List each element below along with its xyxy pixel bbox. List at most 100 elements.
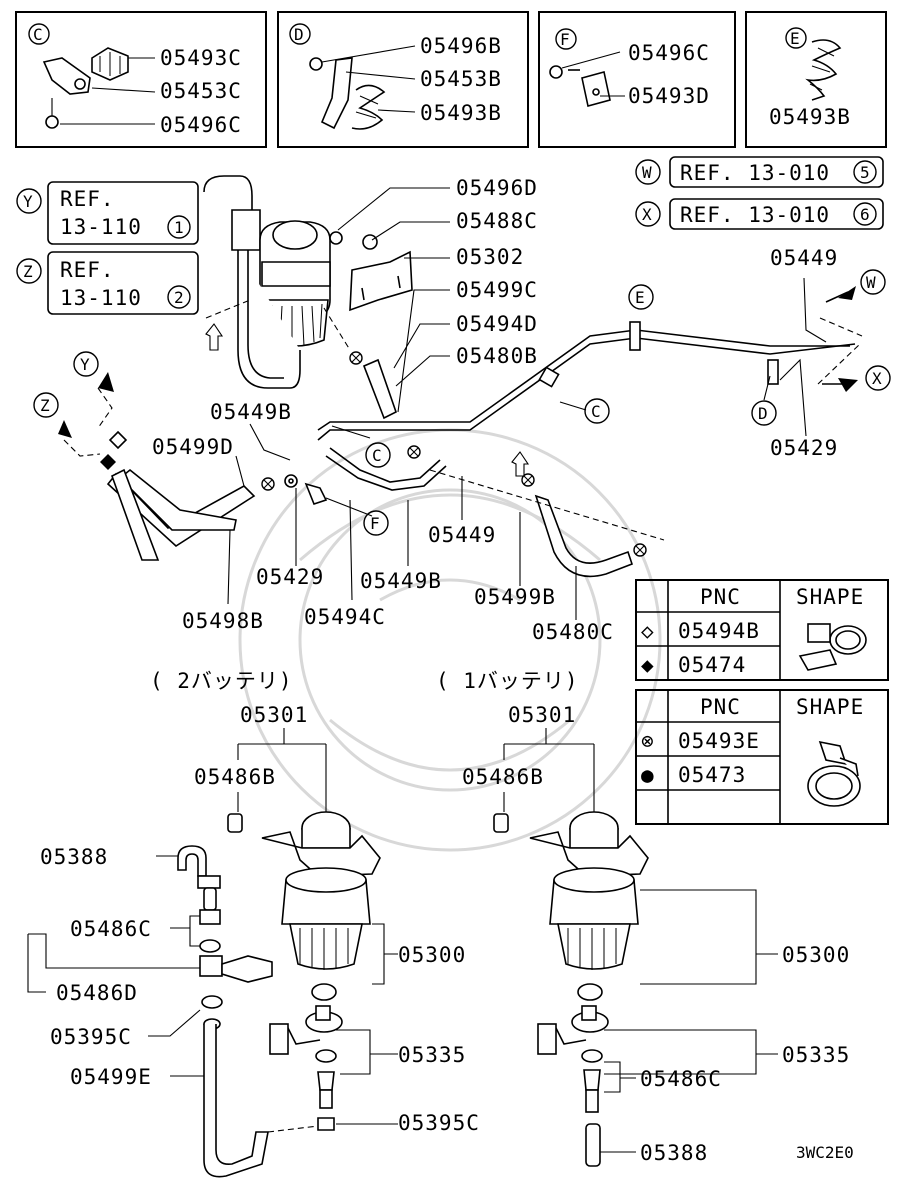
svg-text:05395C: 05395C (50, 1025, 132, 1049)
svg-text:SHAPE: SHAPE (796, 585, 864, 609)
svg-text:05388: 05388 (640, 1141, 708, 1165)
svg-text:05488C: 05488C (456, 209, 538, 233)
svg-text:◆: ◆ (641, 653, 655, 677)
svg-text:05301: 05301 (508, 703, 576, 727)
svg-text:05493B: 05493B (769, 105, 851, 129)
svg-text:E: E (790, 29, 800, 48)
svg-text:Z: Z (23, 262, 33, 281)
svg-text:⊗: ⊗ (641, 729, 655, 753)
svg-text:X: X (642, 205, 652, 224)
svg-text:05449: 05449 (428, 523, 496, 547)
svg-text:W: W (642, 163, 652, 182)
svg-text:◇: ◇ (641, 619, 655, 643)
svg-text:Y: Y (23, 192, 33, 211)
svg-text:05494C: 05494C (304, 605, 386, 629)
svg-text:05496D: 05496D (456, 176, 538, 200)
svg-text:05493E: 05493E (678, 729, 760, 753)
svg-text:PNC: PNC (700, 695, 741, 719)
svg-text:13-110: 13-110 (60, 286, 142, 310)
svg-text:05486D: 05486D (56, 981, 138, 1005)
svg-text:F: F (370, 514, 380, 533)
svg-text:05480C: 05480C (532, 620, 614, 644)
svg-text:05493B: 05493B (420, 101, 502, 125)
svg-text:05453C: 05453C (160, 79, 242, 103)
svg-text:REF. 13-010: REF. 13-010 (680, 161, 830, 185)
svg-text:05486B: 05486B (194, 765, 276, 789)
svg-text:05499E: 05499E (70, 1065, 152, 1089)
svg-text:05453B: 05453B (420, 67, 502, 91)
svg-text:PNC: PNC (700, 585, 741, 609)
svg-text:REF.: REF. (60, 258, 115, 282)
diagram-code: 3WC2E0 (796, 1143, 854, 1162)
svg-text:D: D (294, 25, 304, 44)
hose-clamp-shape (798, 623, 867, 671)
svg-text:( 1バッテリ): ( 1バッテリ) (436, 669, 579, 693)
svg-text:05300: 05300 (398, 943, 466, 967)
svg-text:D: D (758, 404, 768, 423)
svg-text:05486B: 05486B (462, 765, 544, 789)
svg-text:05449B: 05449B (360, 569, 442, 593)
svg-text:C: C (591, 402, 601, 421)
svg-text:05493D: 05493D (628, 84, 710, 108)
ref-z: Z REF. 13-110 2 (16, 251, 199, 315)
svg-text:05486C: 05486C (70, 917, 152, 941)
svg-text:05395C: 05395C (398, 1111, 480, 1135)
left-filter-assembly: ( 2バッテリ) 05301 05486B (27, 669, 480, 1178)
inset-e: E 05493B (745, 11, 887, 148)
svg-text:05473: 05473 (678, 763, 746, 787)
svg-text:C: C (372, 446, 382, 465)
svg-text:C: C (33, 25, 43, 44)
svg-text:05494D: 05494D (456, 312, 538, 336)
svg-text:05486C: 05486C (640, 1067, 722, 1091)
svg-text:05335: 05335 (782, 1043, 850, 1067)
svg-text:Z: Z (40, 396, 50, 415)
legend-table-1: PNC SHAPE ◇ 05494B ◆ 05474 (635, 579, 889, 681)
svg-text:5: 5 (860, 163, 870, 182)
svg-text:05496C: 05496C (160, 113, 242, 137)
svg-text:SHAPE: SHAPE (796, 695, 864, 719)
svg-text:05301: 05301 (240, 703, 308, 727)
svg-text:X: X (872, 369, 882, 388)
svg-text:05302: 05302 (456, 245, 524, 269)
svg-text:6: 6 (860, 205, 870, 224)
svg-text:05449: 05449 (770, 246, 838, 270)
svg-text:E: E (635, 288, 645, 307)
svg-text:Y: Y (80, 355, 90, 374)
svg-text:05499B: 05499B (474, 585, 556, 609)
svg-text:13-110: 13-110 (60, 215, 142, 239)
right-filter-assembly: ( 1バッテリ) 05301 05486B 05300 05335 05486C… (436, 669, 850, 1167)
ref-y: Y REF. 13-110 1 (16, 181, 199, 245)
svg-text:05496B: 05496B (420, 34, 502, 58)
svg-text:●: ● (641, 763, 655, 787)
svg-text:05388: 05388 (40, 845, 108, 869)
svg-text:1: 1 (174, 218, 184, 237)
upper-assembly: E C C F D W X Y Z (33, 175, 891, 620)
svg-text:05300: 05300 (782, 943, 850, 967)
upper-labels: 05496D 05488C 05302 05499C 05494D 05480B… (152, 176, 838, 644)
svg-text:05498B: 05498B (182, 609, 264, 633)
svg-text:W: W (866, 273, 876, 292)
svg-text:05499D: 05499D (152, 435, 234, 459)
svg-text:2: 2 (174, 288, 184, 307)
svg-text:REF. 13-010: REF. 13-010 (680, 203, 830, 227)
svg-text:05429: 05429 (256, 565, 324, 589)
inset-d: D 05496B 05453B 05493B (277, 11, 529, 148)
svg-text:05449B: 05449B (210, 400, 292, 424)
svg-text:05496C: 05496C (628, 41, 710, 65)
svg-text:05480B: 05480B (456, 344, 538, 368)
svg-text:05493C: 05493C (160, 46, 242, 70)
svg-text:05494B: 05494B (678, 619, 760, 643)
inset-c: C 05493C 05453C 05496C (15, 11, 267, 148)
svg-text:REF.: REF. (60, 187, 115, 211)
spring-clamp-shape (807, 740, 861, 807)
svg-text:( 2バッテリ): ( 2バッテリ) (150, 669, 293, 693)
svg-text:05335: 05335 (398, 1043, 466, 1067)
ref-w: W REF. 13-010 5 (635, 156, 884, 188)
svg-text:05499C: 05499C (456, 278, 538, 302)
legend-table-2: PNC SHAPE ⊗ 05493E ● 05473 (635, 689, 889, 825)
svg-text:05429: 05429 (770, 436, 838, 460)
svg-text:05474: 05474 (678, 653, 746, 677)
ref-x: X REF. 13-010 6 (635, 198, 884, 230)
svg-text:F: F (560, 30, 570, 49)
